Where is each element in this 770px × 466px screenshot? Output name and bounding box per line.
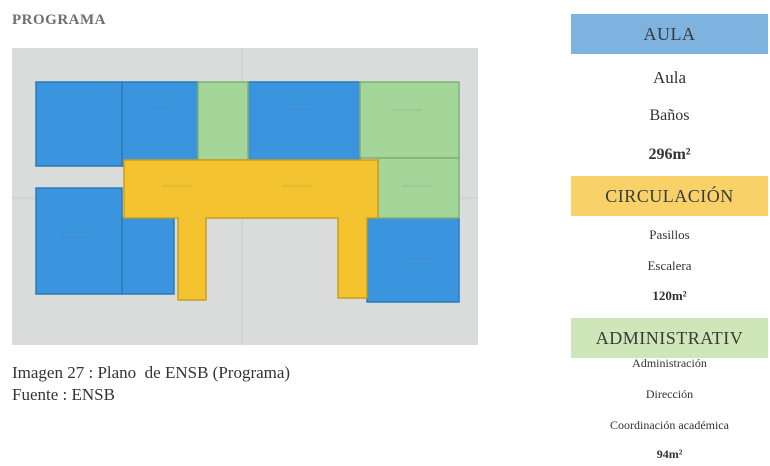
plan-room-aula — [121, 81, 199, 167]
caption-source: Fuente : ENSB — [12, 385, 115, 404]
plan-room-aula — [35, 81, 123, 167]
legend-item-pasillos: Pasillos — [649, 227, 690, 242]
plan-room-aula — [366, 217, 460, 303]
plan-room-aula — [121, 217, 175, 295]
floor-plan-drawing — [12, 48, 478, 345]
legend-item-coordinacion: Coordinación académica — [610, 418, 729, 432]
plan-room-admin — [197, 81, 249, 161]
plan-room-admin — [377, 157, 460, 219]
floor-plan-image — [12, 48, 478, 345]
section-heading: PROGRAMA — [12, 12, 106, 28]
legend-item-direccion: Dirección — [645, 387, 694, 401]
legend-area-administrativo: 94m² — [656, 447, 683, 461]
plan-room-admin — [359, 81, 460, 159]
caption-title: Imagen 27 : Plano de ENSB (Programa) — [12, 363, 291, 382]
legend-item-escalera: Escalera — [647, 258, 692, 273]
legend-header-circulacion: CIRCULACIÓN — [571, 176, 768, 216]
legend-area-circulacion: 120m² — [652, 288, 687, 303]
plan-room-aula — [247, 81, 361, 161]
legend-item-banos: Baños — [649, 107, 690, 124]
figure-caption: Imagen 27 : Plano de ENSB (Programa) Fue… — [12, 362, 290, 406]
legend-header-administrativo: ADMINISTRATIV — [571, 318, 768, 358]
legend-item-aula: Aula — [652, 68, 687, 87]
legend-area-aula: 296m² — [648, 146, 691, 163]
plan-circulation — [123, 159, 379, 301]
legend-header-aula: AULA — [571, 14, 768, 54]
plan-room-aula — [35, 187, 123, 295]
legend-item-administracion: Administración — [632, 356, 707, 370]
